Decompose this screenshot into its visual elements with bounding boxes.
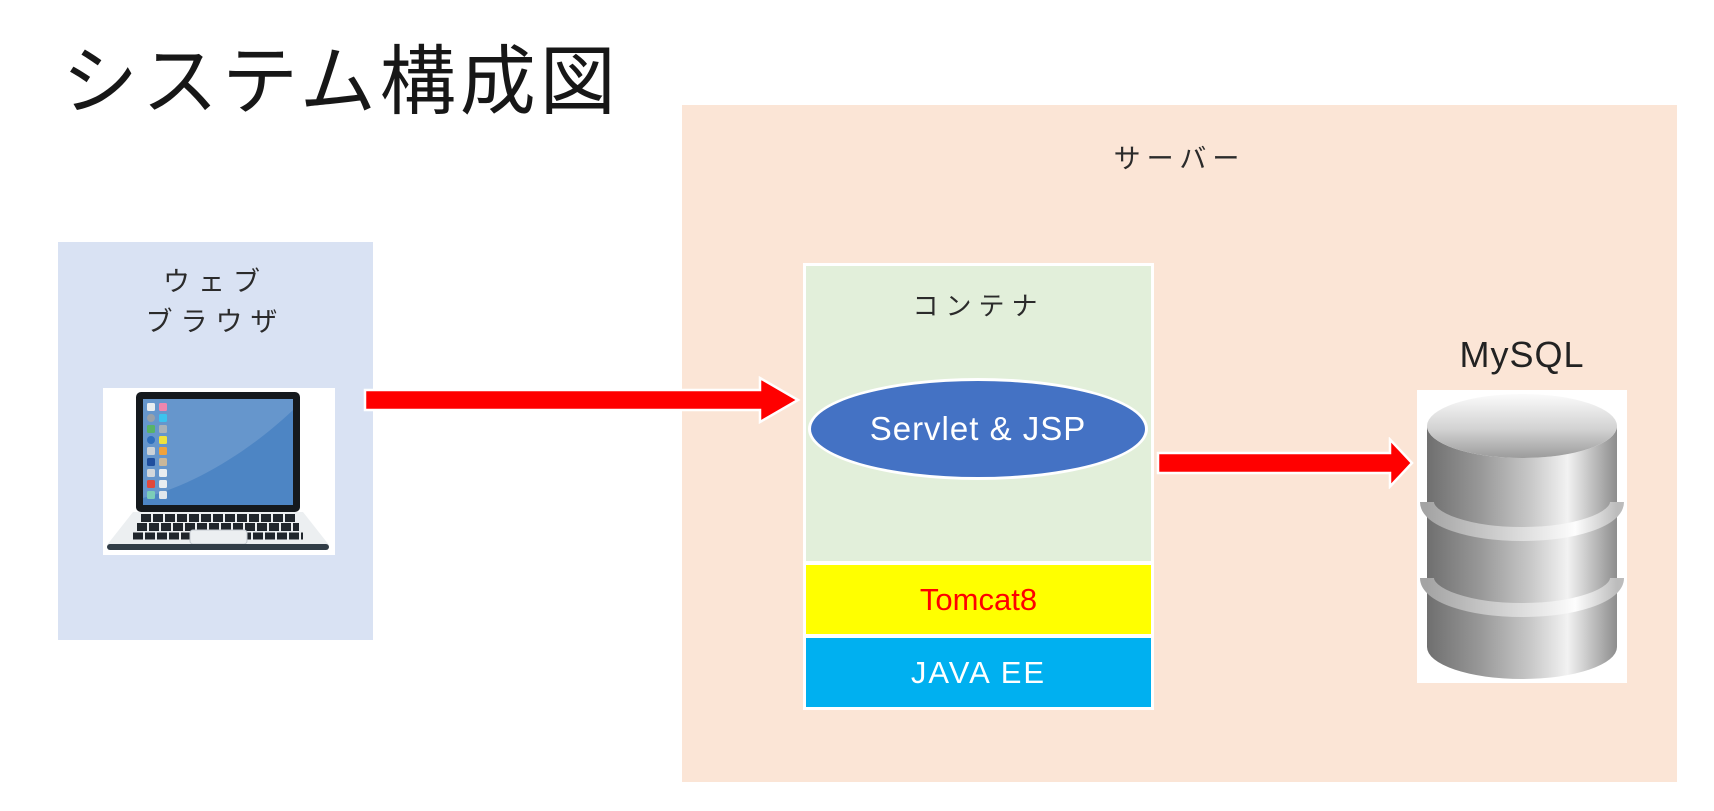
page-title: システム構成図 <box>62 40 620 125</box>
arrow-container-to-database <box>1156 437 1414 489</box>
servlet-jsp-label: Servlet & JSP <box>869 410 1087 447</box>
container-label: コンテナ <box>912 291 1045 321</box>
arrow-client-to-container <box>363 375 801 425</box>
javaee-label: JAVA EE <box>910 654 1047 690</box>
javaee-box: JAVA EE <box>803 635 1154 710</box>
client-label-line2: ブラウザ <box>145 307 286 337</box>
client-label-line1: ウェブ <box>163 267 268 297</box>
server-label: サーバー <box>1113 144 1246 174</box>
database-cylinder-icon <box>1417 390 1627 683</box>
mysql-label: MySQL <box>1459 334 1585 375</box>
servlet-jsp-ellipse: Servlet & JSP <box>808 378 1148 480</box>
tomcat-box: Tomcat8 <box>803 562 1154 637</box>
client-label: ウェブ ブラウザ <box>58 262 373 342</box>
tomcat-label: Tomcat8 <box>919 581 1038 617</box>
laptop-icon <box>103 388 335 555</box>
